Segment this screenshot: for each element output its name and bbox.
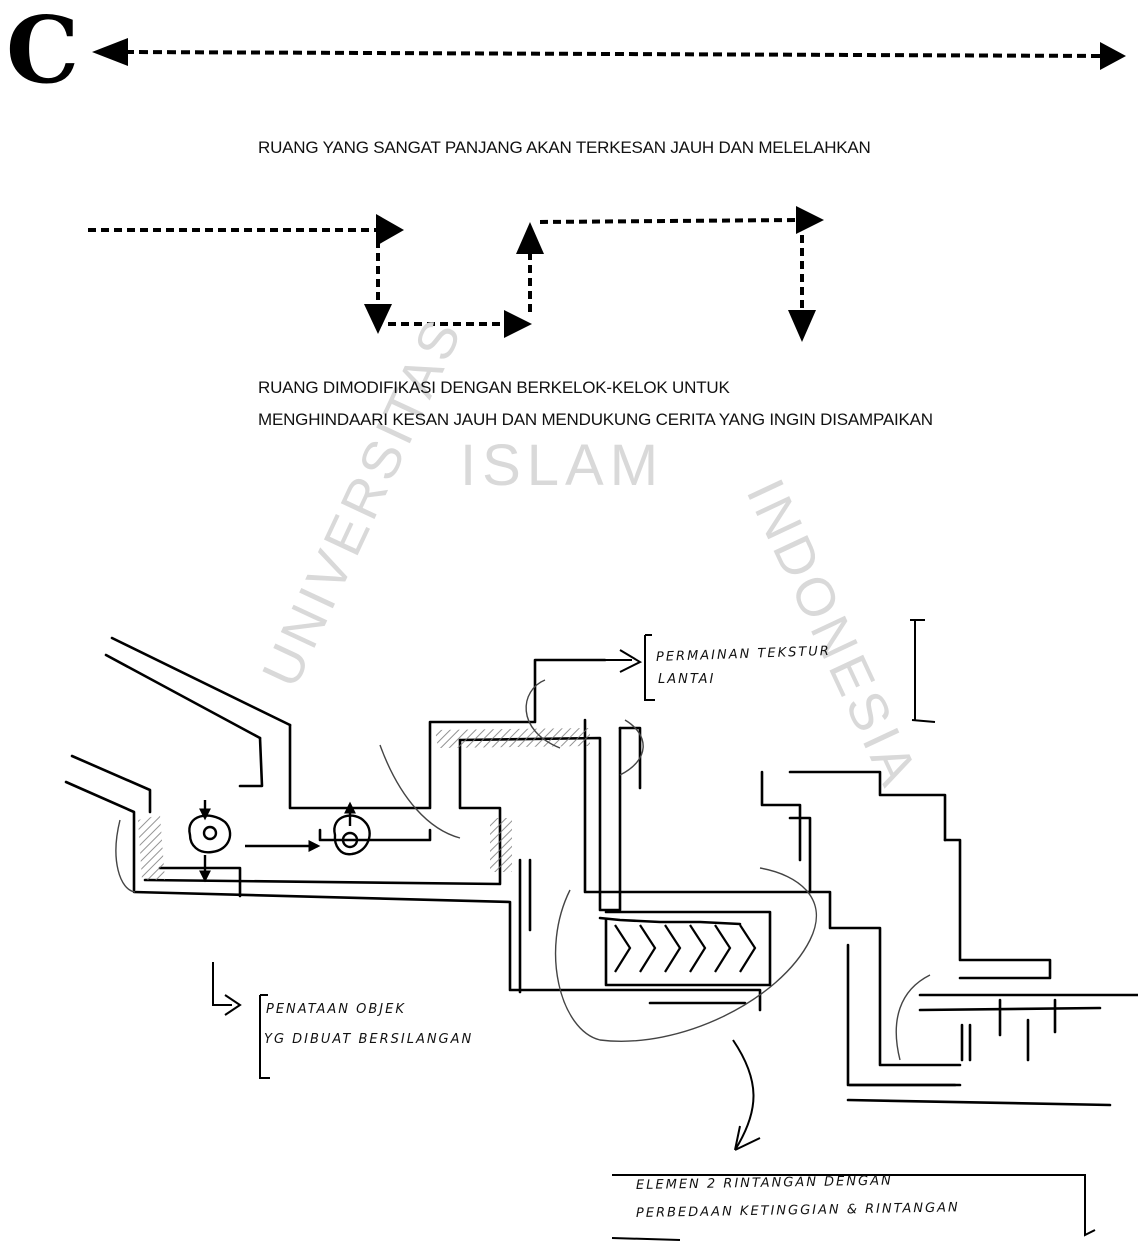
floor-plan-sketch <box>66 638 1138 1105</box>
note-floor-texture-line2: LANTAI <box>658 672 715 687</box>
caption-modified-line1: RUANG DIMODIFIKASI DENGAN BERKELOK-KELOK… <box>258 378 730 398</box>
long-corridor-arrow <box>92 38 1126 70</box>
chevron-floor-pattern <box>615 925 755 972</box>
section-letter: C <box>6 0 79 104</box>
note-object-layout-line2: YG DIBUAT BERSILANGAN <box>264 1032 473 1047</box>
caption-long-corridor: RUANG YANG SANGAT PANJANG AKAN TERKESAN … <box>258 138 871 158</box>
annotation-leaders <box>213 620 1095 1240</box>
watermark-top: ISLAM <box>460 432 664 499</box>
note-object-layout-line1: PENATAAN OBJEK <box>266 1002 406 1017</box>
caption-modified-line2: MENGHINDAARI KESAN JAUH DAN MENDUKUNG CE… <box>258 410 933 430</box>
zigzag-corridor-arrow <box>88 220 802 324</box>
